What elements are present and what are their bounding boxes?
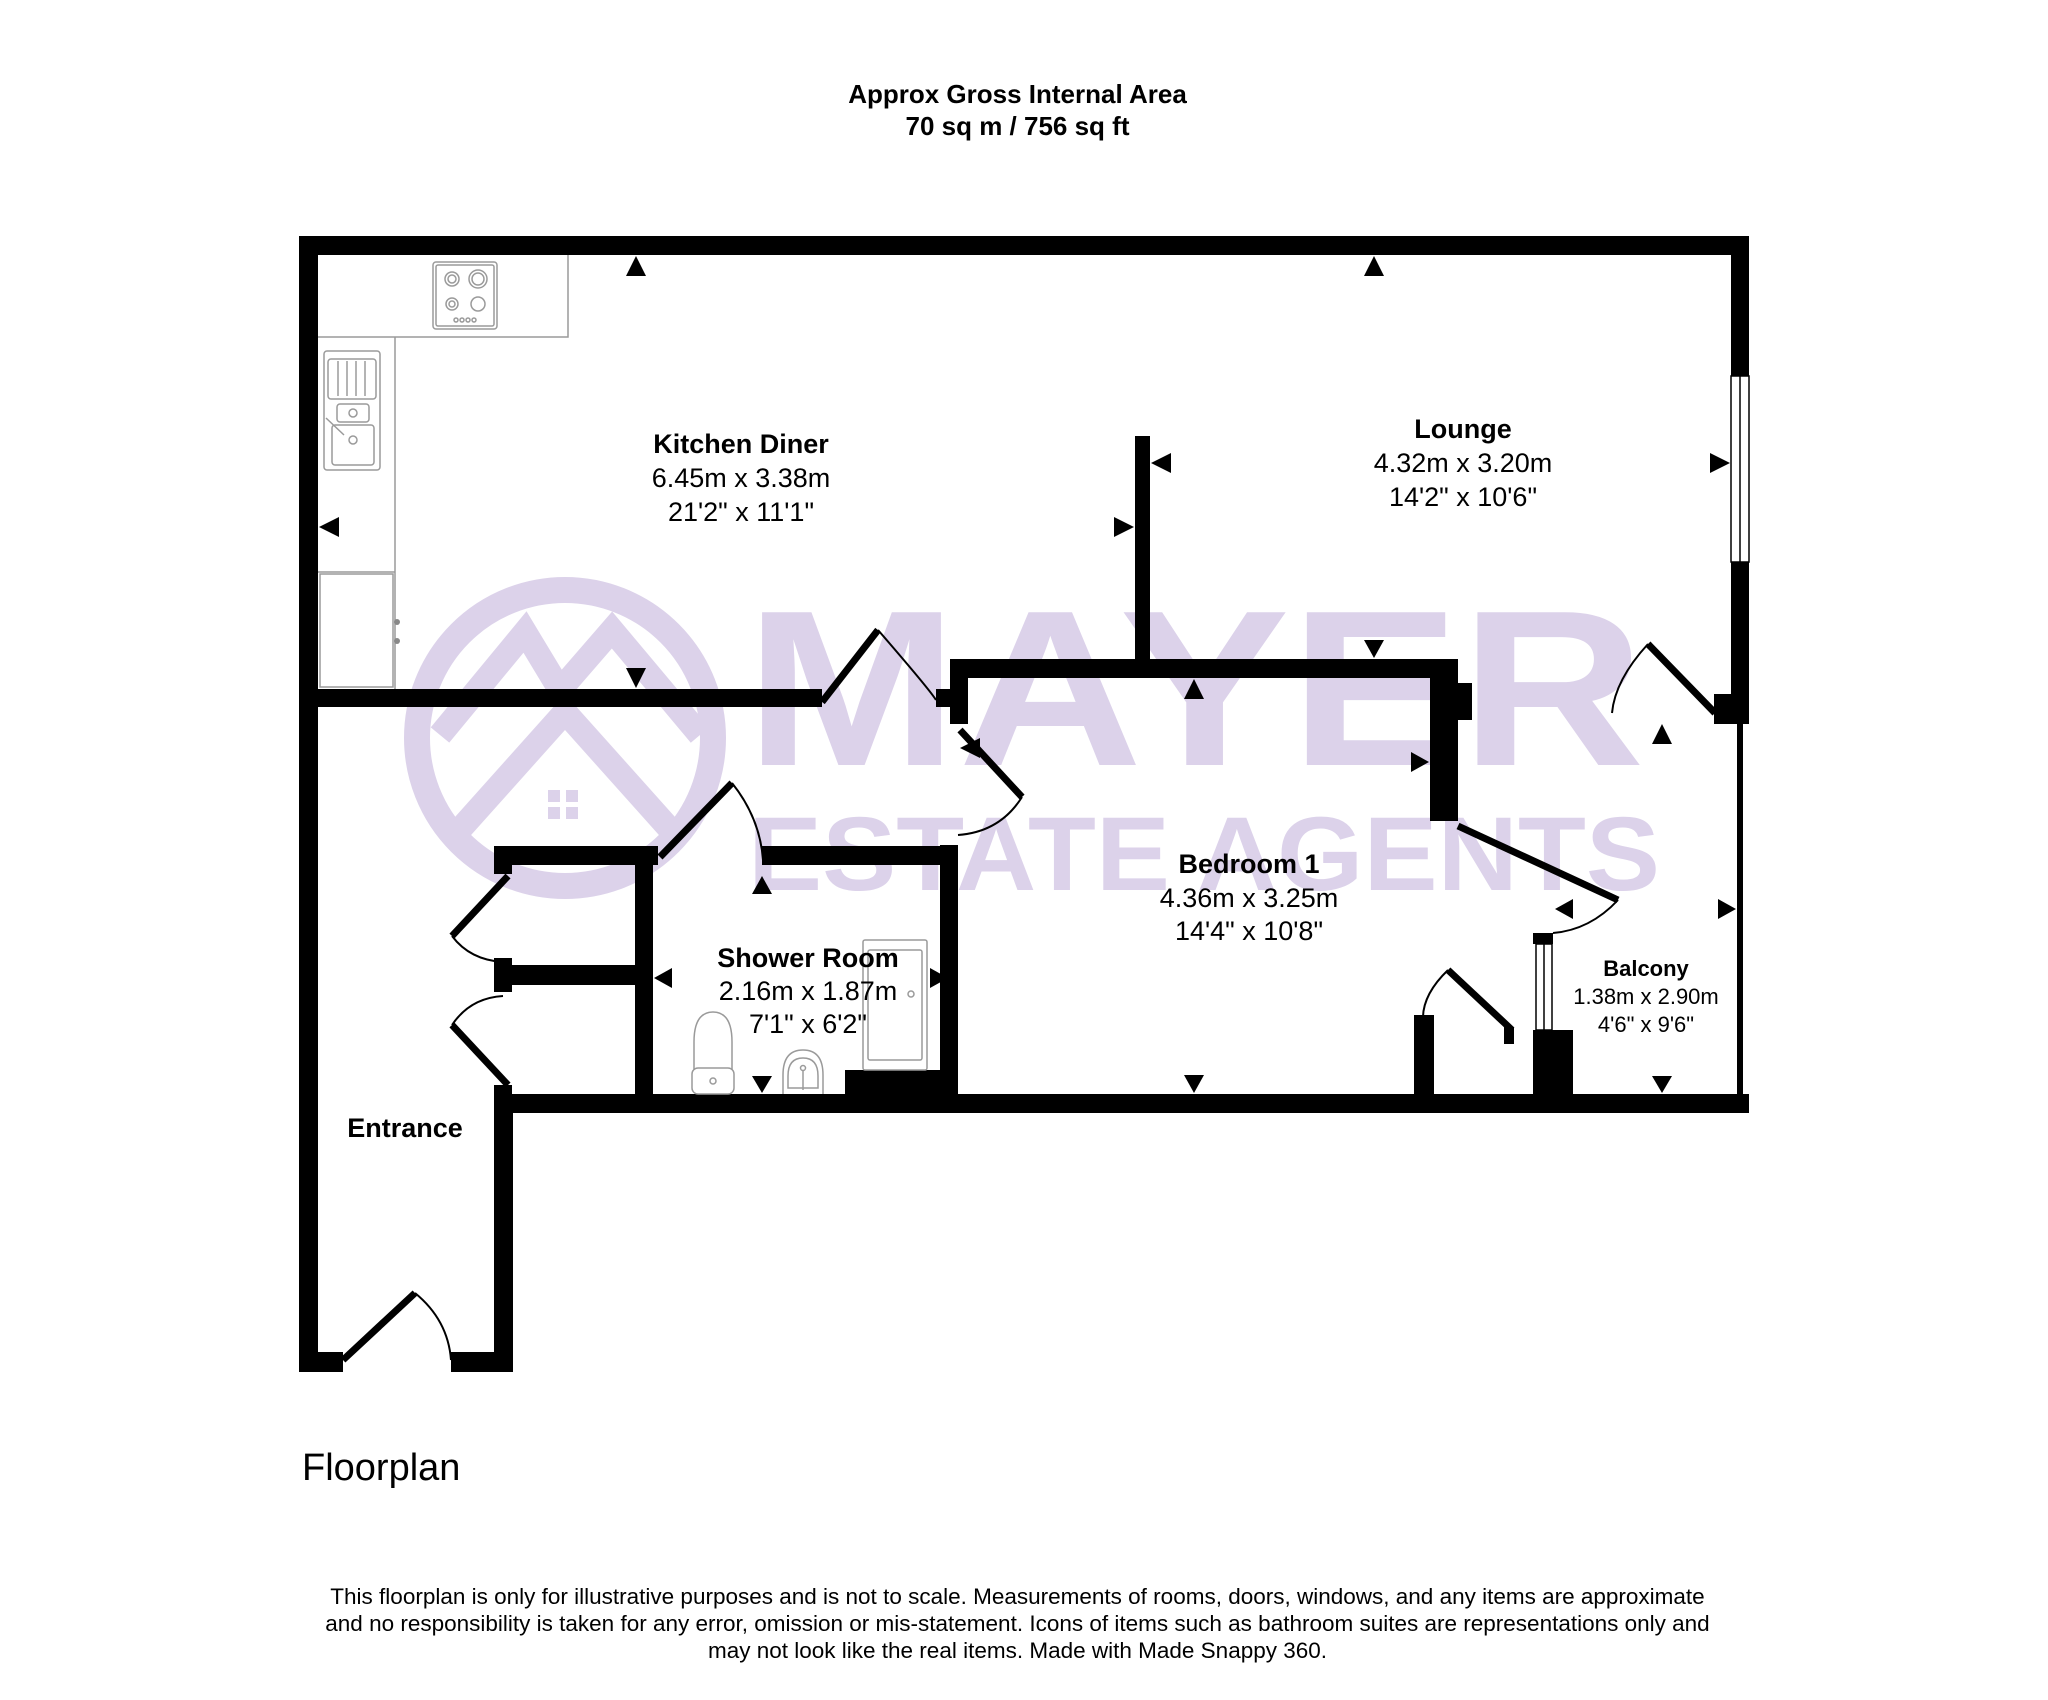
room-metric: 2.16m x 1.87m: [719, 976, 898, 1006]
room-name: Bedroom 1: [1178, 849, 1319, 879]
dimension-arrows: [319, 256, 1736, 1093]
kitchen-fittings: [318, 255, 569, 689]
room-label-shower-room: Shower Room 2.16m x 1.87m 7'1" x 6'2": [717, 943, 899, 1039]
arrow-right-icon: [1411, 752, 1429, 772]
lounge-window: [1730, 375, 1750, 563]
lounge-balcony-door: [1611, 641, 1718, 716]
toilet-icon: [691, 1011, 735, 1095]
room-name: Balcony: [1603, 956, 1689, 981]
shower-room-door: [657, 780, 764, 861]
arrow-up-icon: [1184, 679, 1204, 699]
room-label-kitchen-diner: Kitchen Diner 6.45m x 3.38m 21'2" x 11'1…: [652, 429, 831, 527]
arrow-left-icon: [319, 517, 339, 537]
disclaimer-line2: and no responsibility is taken for any e…: [325, 1611, 1710, 1636]
fridge-icon: [319, 573, 400, 688]
arrow-right-icon: [930, 968, 948, 988]
room-label-entrance: Entrance: [347, 1113, 463, 1143]
arrow-up-icon: [1652, 724, 1672, 744]
wardrobe-door: [1421, 967, 1515, 1033]
arrow-right-icon: [1718, 899, 1736, 919]
arrow-right-icon: [1710, 453, 1730, 473]
floor-label: Floorplan: [302, 1447, 461, 1489]
arrow-left-icon: [960, 738, 980, 758]
kitchen-door: [819, 627, 937, 705]
sink-icon: [323, 350, 381, 471]
room-imperial: 4'6" x 9'6": [1598, 1012, 1694, 1037]
room-metric: 4.32m x 3.20m: [1374, 448, 1553, 478]
room-label-lounge: Lounge 4.32m x 3.20m 14'2" x 10'6": [1374, 414, 1553, 512]
arrow-left-icon: [1555, 899, 1573, 919]
area-title: Approx Gross Internal Area 70 sq m / 756…: [0, 78, 2035, 142]
bedroom-balcony-door: [1456, 822, 1620, 934]
disclaimer-line1: This floorplan is only for illustrative …: [330, 1584, 1705, 1609]
hob-icon: [432, 261, 498, 330]
disclaimer: This floorplan is only for illustrative …: [0, 1583, 2035, 1664]
room-metric: 4.36m x 3.25m: [1160, 883, 1339, 913]
arrow-up-icon: [752, 876, 772, 894]
cupboard-door-upper: [449, 873, 511, 963]
room-imperial: 14'4" x 10'8": [1175, 916, 1323, 946]
room-label-bedroom-1: Bedroom 1 4.36m x 3.25m 14'4" x 10'8": [1160, 849, 1339, 946]
room-name: Entrance: [347, 1113, 463, 1143]
room-imperial: 14'2" x 10'6": [1389, 482, 1537, 512]
arrow-down-icon: [1652, 1076, 1672, 1093]
room-imperial: 21'2" x 11'1": [668, 497, 814, 527]
arrow-down-icon: [752, 1076, 772, 1093]
room-name: Shower Room: [717, 943, 899, 973]
arrow-down-icon: [626, 668, 646, 688]
walls: [299, 236, 1749, 1372]
room-imperial: 7'1" x 6'2": [749, 1009, 867, 1039]
room-name: Kitchen Diner: [653, 429, 829, 459]
basin-icon: [782, 1049, 824, 1094]
arrow-down-icon: [1364, 640, 1384, 658]
arrow-left-icon: [1151, 453, 1171, 473]
arrow-up-icon: [626, 256, 646, 276]
shower-tray-icon: [862, 939, 928, 1071]
arrow-up-icon: [1364, 256, 1384, 276]
arrow-down-icon: [1184, 1075, 1204, 1093]
area-title-line2: 70 sq m / 756 sq ft: [905, 111, 1130, 141]
disclaimer-line3: may not look like the real items. Made w…: [707, 1638, 1328, 1663]
arrow-right-icon: [1114, 517, 1134, 537]
cupboard-door-lower: [449, 995, 511, 1088]
room-metric: 6.45m x 3.38m: [652, 463, 831, 493]
entrance-door: [340, 1290, 452, 1363]
room-metric: 1.38m x 2.90m: [1573, 984, 1719, 1009]
mountain-house-circle-logo-icon: [404, 577, 726, 899]
doors: [340, 627, 1718, 1363]
room-name: Lounge: [1414, 414, 1511, 444]
area-title-line1: Approx Gross Internal Area: [848, 79, 1187, 109]
room-label-balcony: Balcony 1.38m x 2.90m 4'6" x 9'6": [1573, 956, 1719, 1037]
bedroom-door: [957, 727, 1025, 836]
balcony-window: [1535, 943, 1553, 1031]
arrow-left-icon: [654, 968, 672, 988]
shower-fittings: [691, 939, 928, 1095]
